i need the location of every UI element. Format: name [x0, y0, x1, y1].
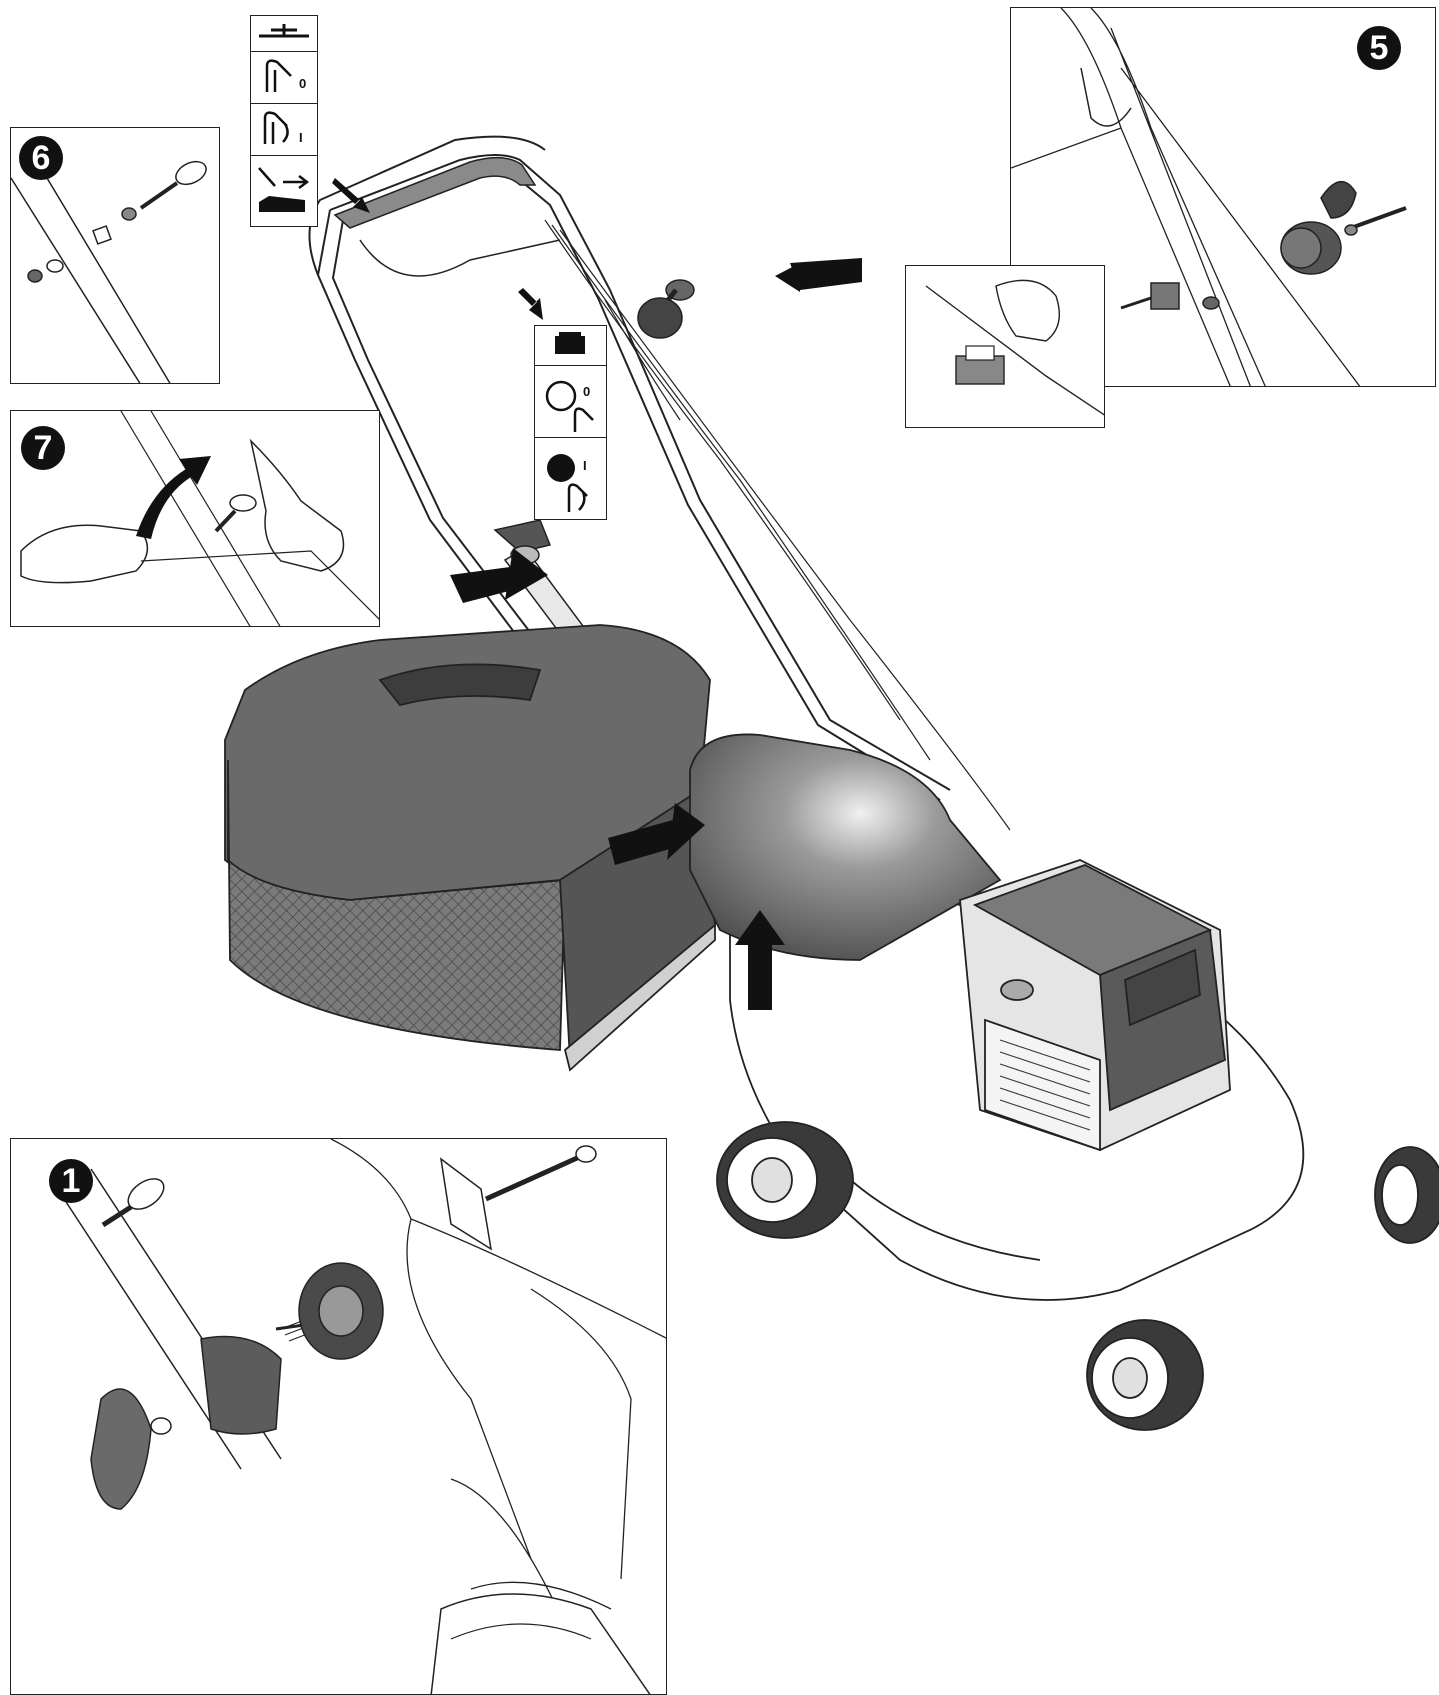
- arrow-lever: [450, 548, 548, 603]
- pull-arrow-icon: [136, 456, 211, 539]
- step-6-panel: 6: [10, 127, 220, 384]
- handle-knob: [637, 279, 695, 339]
- step-1-drawing: [50, 1139, 666, 1694]
- symbol-throttle: [535, 326, 606, 366]
- symbol-label-0-center: 0: [583, 384, 591, 399]
- symbol-bail: [251, 16, 317, 52]
- arrow-hood: [608, 803, 705, 865]
- assembly-arrows: [332, 178, 862, 1010]
- step-badge-5: 5: [1357, 26, 1401, 70]
- wheel-front-left: [1086, 1319, 1204, 1431]
- arrow-up: [735, 910, 785, 1010]
- step-badge-6: 6: [19, 136, 63, 180]
- wheel-rear-left: [716, 1121, 854, 1239]
- step-6-drawing: [11, 160, 207, 383]
- handle-knob-parts: [90, 1262, 384, 1510]
- symbol-label-i: I: [299, 130, 303, 145]
- step-5-inset: [905, 265, 1105, 428]
- step-7-drawing: [20, 411, 379, 626]
- symbol-label-0: 0: [299, 76, 307, 91]
- symbol-knob-i: I: [535, 438, 606, 518]
- knob-assembly: [1280, 181, 1407, 275]
- handle-grip: [333, 156, 537, 229]
- symbol-lever-0: 0: [251, 52, 317, 104]
- wheels: [716, 1121, 1439, 1431]
- arrow-knob: [775, 258, 862, 292]
- symbol-label-i-center: I: [583, 458, 587, 473]
- engine: [959, 859, 1231, 1152]
- symbol-panel-left: 0 I: [250, 15, 318, 227]
- step-badge-7: 7: [21, 426, 65, 470]
- symbol-panel-center: 0 I: [534, 325, 607, 520]
- symbol-mower-drive: [251, 156, 317, 224]
- bolt-plate: [439, 1145, 597, 1251]
- cable-clip: [1120, 282, 1220, 310]
- cables: [544, 219, 1011, 831]
- grass-catcher: [224, 624, 716, 1072]
- symbol-knob-0: 0: [535, 366, 606, 438]
- wheel-front-right: [1374, 1146, 1439, 1244]
- arrow-cable-clip: [518, 288, 543, 320]
- eyebolt: [101, 1178, 165, 1228]
- symbol-lever-i: I: [251, 104, 317, 156]
- step-7-panel: 7: [10, 410, 380, 627]
- step-5-drawing: [1011, 8, 1407, 386]
- arrow-upper-handle: [332, 178, 370, 213]
- eyebolt: [27, 160, 207, 283]
- step-5-inset-drawing: [925, 279, 1104, 416]
- step-1-panel: 1: [10, 1138, 667, 1695]
- step-badge-1: 1: [49, 1159, 93, 1203]
